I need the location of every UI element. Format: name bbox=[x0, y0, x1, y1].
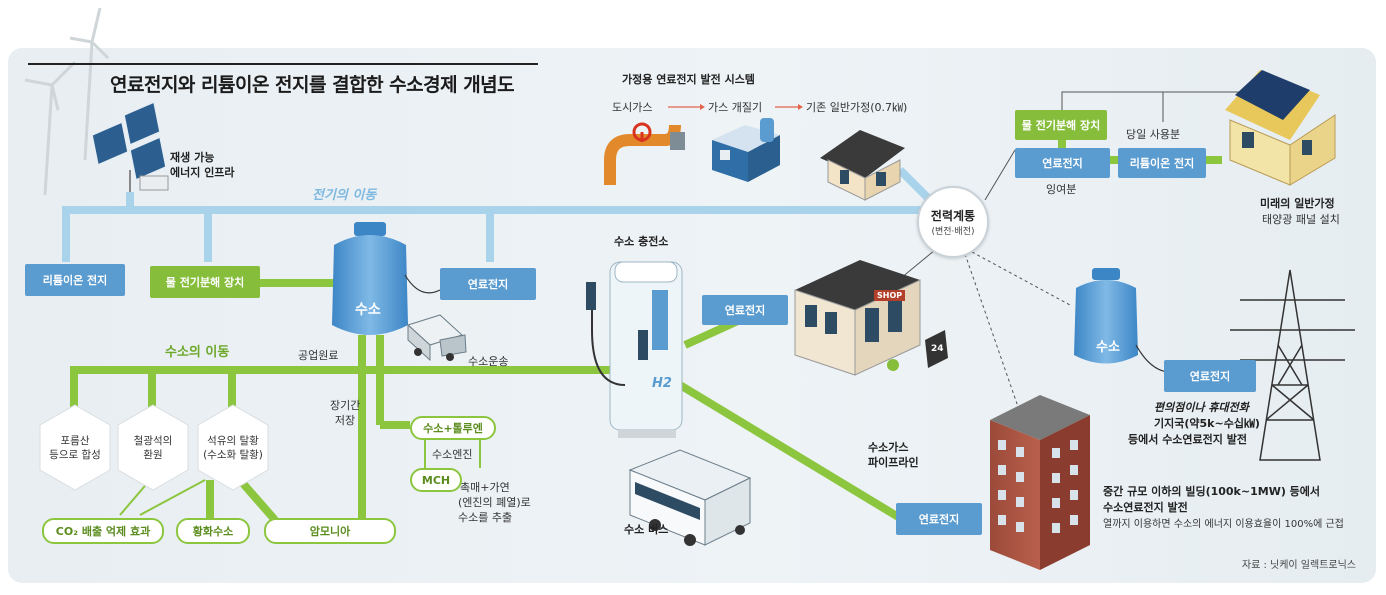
tank-label: 수소 bbox=[355, 302, 381, 318]
hydrogen-tank-icon bbox=[332, 222, 408, 335]
right-tank-label: 수소 bbox=[1096, 340, 1120, 355]
future-flow-lines bbox=[1058, 140, 1222, 164]
gas-reformer-icon bbox=[712, 118, 780, 182]
same-day-label: 당일 사용분 bbox=[1126, 128, 1181, 141]
process-hexagons bbox=[39, 404, 269, 491]
toluene-pill: 수소+톨루엔 bbox=[410, 416, 496, 440]
engine-label: 수소엔진 bbox=[432, 448, 473, 461]
station-h2-label: H2 bbox=[652, 376, 672, 391]
co2-pill: CO₂ 배출 억제 효과 bbox=[42, 518, 164, 544]
transport-label: 수소운송 bbox=[468, 355, 509, 368]
home-step-2: 가스 개질기 bbox=[708, 101, 763, 114]
hexagon-2-line1: 철광석의 bbox=[133, 435, 173, 447]
hexagon-3-line1: 석유의 탈황 bbox=[207, 435, 259, 447]
hexagon-2-text: 철광석의 환원 bbox=[118, 434, 188, 462]
tower-desc-1: 편의점이나 휴대전화 bbox=[1154, 401, 1249, 414]
shop-building-icon bbox=[794, 260, 948, 376]
renewable-label-1: 재생 가능 bbox=[170, 151, 215, 164]
hydrogen-flow-label: 수소의 이동 bbox=[165, 345, 230, 360]
title-rule bbox=[28, 63, 538, 65]
power-grid-node: 전력계통 (변전·배전) bbox=[917, 186, 989, 258]
electricity-flow-lines bbox=[62, 167, 933, 262]
electricity-flow-label: 전기의 이동 bbox=[312, 188, 377, 203]
catalyst-line1: 촉매+가연 bbox=[460, 481, 510, 494]
ammonia-pill: 암모니아 bbox=[264, 518, 396, 544]
hydrogen-station-icon bbox=[586, 261, 683, 438]
bus-icon bbox=[628, 449, 752, 546]
home-step-1: 도시가스 bbox=[612, 101, 653, 114]
existing-home-icon bbox=[820, 130, 905, 201]
hexagon-1-line2: 등으로 합성 bbox=[49, 449, 101, 461]
hydrogen-flow-lines bbox=[70, 279, 903, 523]
building-desc-3: 열까지 이용하면 수소의 에너지 이용효율이 100%에 근접 bbox=[1103, 519, 1344, 530]
future-home-label-2: 태양광 패널 설치 bbox=[1262, 213, 1340, 226]
home-step-3: 기존 일반가정(0.7㎾) bbox=[806, 101, 908, 114]
bus-label: 수소 버스 bbox=[624, 523, 669, 536]
fuel-cell-box: 연료전지 bbox=[440, 268, 536, 300]
li-ion-battery-box: 리튬이온 전지 bbox=[25, 264, 125, 296]
building-desc-1: 중간 규모 이하의 빌딩(100k~1MW) 등에서 bbox=[1103, 485, 1321, 498]
office-building-icon bbox=[990, 395, 1090, 570]
tower-fuel-cell-box: 연료전지 bbox=[1164, 360, 1256, 392]
future-home-label-1: 미래의 일반가정 bbox=[1260, 197, 1335, 210]
mch-pill: MCH bbox=[410, 468, 462, 492]
renewable-label-2: 에너지 인프라 bbox=[170, 166, 235, 179]
catalyst-line2: (엔진의 폐열)로 bbox=[458, 496, 531, 509]
shop-hours: 24 bbox=[931, 344, 944, 354]
station-title: 수소 충전소 bbox=[614, 235, 669, 248]
storage-label-1: 장기간 bbox=[330, 399, 361, 412]
pipeline-label-1: 수소가스 bbox=[868, 441, 909, 454]
storage-label-2: 저장 bbox=[334, 414, 356, 427]
future-home-icon bbox=[1225, 70, 1336, 186]
grid-label-1: 전력계통 bbox=[930, 209, 976, 223]
page-title: 연료전지와 리튬이온 전지를 결합한 수소경제 개념도 bbox=[110, 74, 515, 96]
tower-desc-2: 기지국(약5k~수십㎾) bbox=[1154, 417, 1260, 430]
hexagon-2-line2: 환원 bbox=[143, 449, 163, 461]
wind-turbine-icon bbox=[24, 7, 110, 196]
future-electrolyzer-box: 물 전기분해 장치 bbox=[1015, 110, 1107, 140]
future-fuel-cell-box: 연료전지 bbox=[1015, 148, 1110, 178]
hexagon-1-text: 포름산 등으로 합성 bbox=[40, 434, 110, 462]
tower-desc-3: 등에서 수소연료전지 발전 bbox=[1128, 433, 1247, 446]
power-pylon-icon bbox=[1230, 269, 1355, 461]
electrolyzer-box: 물 전기분해 장치 bbox=[150, 266, 260, 298]
truck-icon bbox=[407, 314, 467, 362]
sulfide-pill: 황화수소 bbox=[176, 518, 250, 544]
future-li-ion-box: 리튬이온 전지 bbox=[1118, 148, 1206, 178]
source-credit: 자료 : 닛케이 일렉트로닉스 bbox=[1241, 560, 1356, 571]
gas-pipe-icon bbox=[604, 122, 685, 185]
hexagon-3-text: 석유의 탈황 (수소화 탈황) bbox=[198, 434, 268, 462]
hexagon-1-line1: 포름산 bbox=[60, 435, 90, 447]
grid-label-2: (변전·배전) bbox=[931, 227, 975, 237]
station-fuel-cell-box: 연료전지 bbox=[702, 295, 788, 325]
hexagon-3-line2: (수소화 탈황) bbox=[203, 449, 263, 461]
pipeline-label-2: 파이프라인 bbox=[868, 456, 919, 469]
building-desc-2: 수소연료전지 발전 bbox=[1103, 501, 1188, 514]
industrial-raw-label: 공업원료 bbox=[298, 349, 339, 362]
building-fuel-cell-box: 연료전지 bbox=[896, 503, 982, 535]
hydrogen-tank-right-icon bbox=[1074, 268, 1138, 364]
solar-panel-icon bbox=[91, 100, 169, 192]
catalyst-line3: 수소를 추출 bbox=[458, 511, 513, 524]
shop-sign: SHOP bbox=[874, 290, 906, 301]
home-system-title: 가정용 연료전지 발전 시스템 bbox=[622, 73, 755, 86]
surplus-label: 잉여분 bbox=[1046, 183, 1077, 196]
